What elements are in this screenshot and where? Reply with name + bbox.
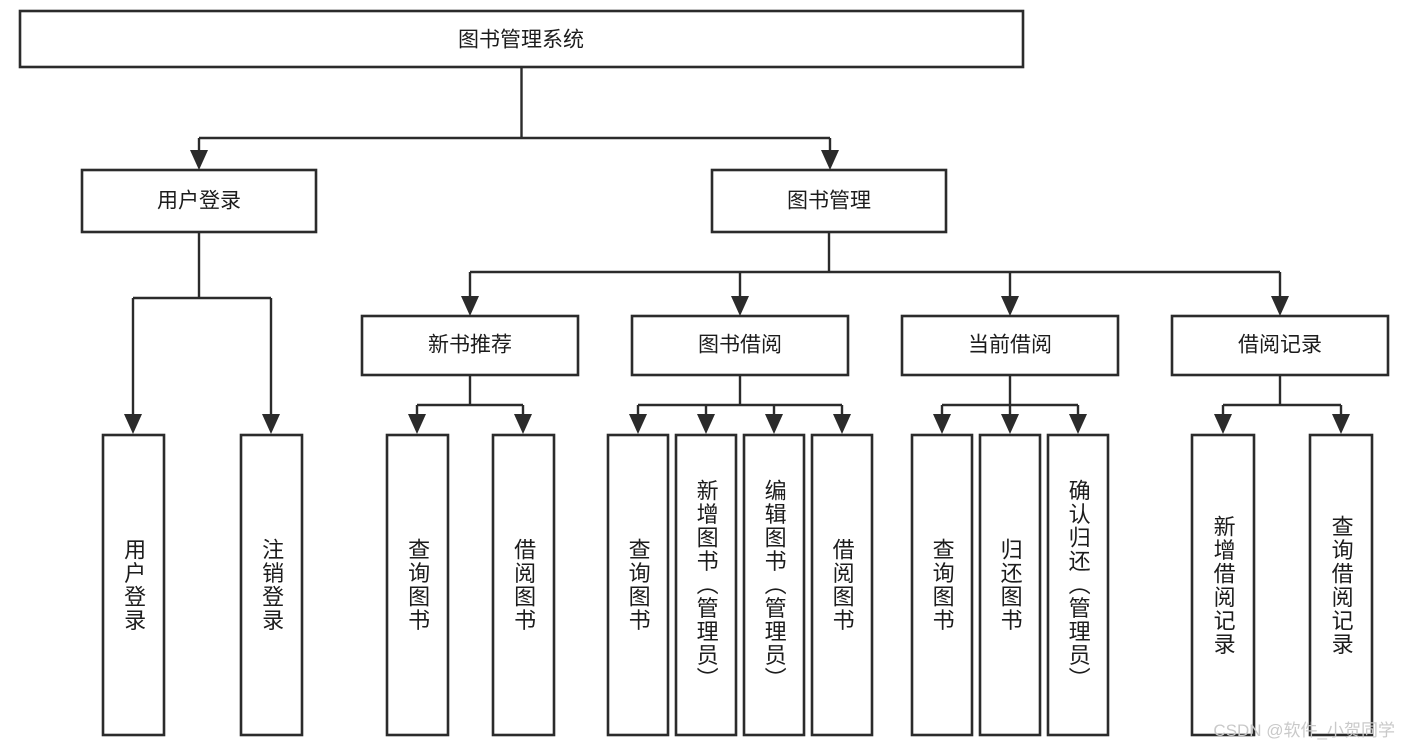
connector-current-borrow-to-leaves (933, 375, 1087, 434)
leaf-box-query-book-1[interactable] (385, 433, 450, 737)
node-root-label: 图书管理系统 (458, 29, 584, 52)
node-borrow-record-box[interactable] (1170, 314, 1390, 377)
node-book-borrow-label: 图书借阅 (698, 334, 782, 357)
leaf-box-borrow-book-1[interactable] (491, 433, 556, 737)
connector-root-to-level2 (190, 67, 839, 170)
node-book-borrow-box[interactable] (630, 314, 850, 377)
leaf-box-add-record[interactable] (1190, 433, 1256, 737)
connector-new-book-recommend-to-leaves (408, 375, 532, 434)
leaf-box-edit-book[interactable] (742, 433, 806, 737)
node-user-login-label: 用户登录 (157, 190, 241, 213)
node-book-borrow[interactable]: 图书借阅 (630, 314, 850, 377)
leaf-label-logout-login: 注销登录 (259, 538, 285, 632)
leaf-label-query-record: 查询借阅记录 (1328, 514, 1354, 656)
leaf-box-query-book-2[interactable] (606, 433, 670, 737)
leaf-box-return-book[interactable] (978, 433, 1042, 737)
leaf-label-confirm-return: 确认归还（管理员） (1065, 479, 1091, 691)
node-book-manage[interactable]: 图书管理 (710, 168, 948, 234)
node-new-book-recommend[interactable]: 新书推荐 (360, 314, 580, 377)
leaf-label-add-book: 新增图书（管理员） (693, 479, 719, 691)
leaf-box-borrow-book-2[interactable] (810, 433, 874, 737)
node-borrow-record[interactable]: 借阅记录 (1170, 314, 1390, 377)
connector-borrow-record-to-leaves (1214, 375, 1350, 434)
leaf-label-query-book-1: 查询图书 (405, 538, 431, 632)
node-borrow-record-label: 借阅记录 (1238, 334, 1322, 357)
connector-book-borrow-to-leaves (629, 375, 851, 434)
connector-book-manage-to-level3 (461, 232, 1289, 316)
leaf-label-return-book: 归还图书 (997, 538, 1023, 632)
node-root-box[interactable] (18, 9, 1025, 69)
node-user-login-box[interactable] (80, 168, 318, 234)
node-user-login[interactable]: 用户登录 (80, 168, 318, 234)
leaf-label-user-login: 用户登录 (121, 538, 147, 632)
node-root[interactable]: 图书管理系统 (18, 9, 1025, 69)
leaf-box-add-book[interactable] (674, 433, 738, 737)
leaf-label-query-book-3: 查询图书 (929, 538, 955, 632)
node-new-book-recommend-label: 新书推荐 (428, 334, 512, 357)
node-current-borrow[interactable]: 当前借阅 (900, 314, 1120, 377)
node-current-borrow-label: 当前借阅 (968, 334, 1052, 357)
leaf-box-query-record[interactable] (1308, 433, 1374, 737)
arrow-head-to-user-login (190, 150, 208, 170)
leaf-box-user-login[interactable] (101, 433, 166, 737)
connector-user-login-to-leaves (124, 232, 280, 434)
leaf-box-query-book-3[interactable] (910, 433, 974, 737)
node-book-manage-label: 图书管理 (787, 190, 871, 213)
node-new-book-recommend-box[interactable] (360, 314, 580, 377)
leaf-label-add-record: 新增借阅记录 (1210, 514, 1236, 656)
leaf-label-borrow-book-2: 借阅图书 (829, 538, 855, 632)
leaf-label-query-book-2: 查询图书 (625, 538, 651, 632)
leaf-label-borrow-book-1: 借阅图书 (511, 538, 537, 632)
arrow-head-to-book-manage (821, 150, 839, 170)
node-book-manage-box[interactable] (710, 168, 948, 234)
leaf-box-logout-login[interactable] (239, 433, 304, 737)
leaf-box-confirm-return[interactable] (1046, 433, 1110, 737)
leaf-label-edit-book: 编辑图书（管理员） (761, 479, 787, 691)
csdn-watermark: CSDN @软件_小贺同学 (1213, 721, 1395, 740)
